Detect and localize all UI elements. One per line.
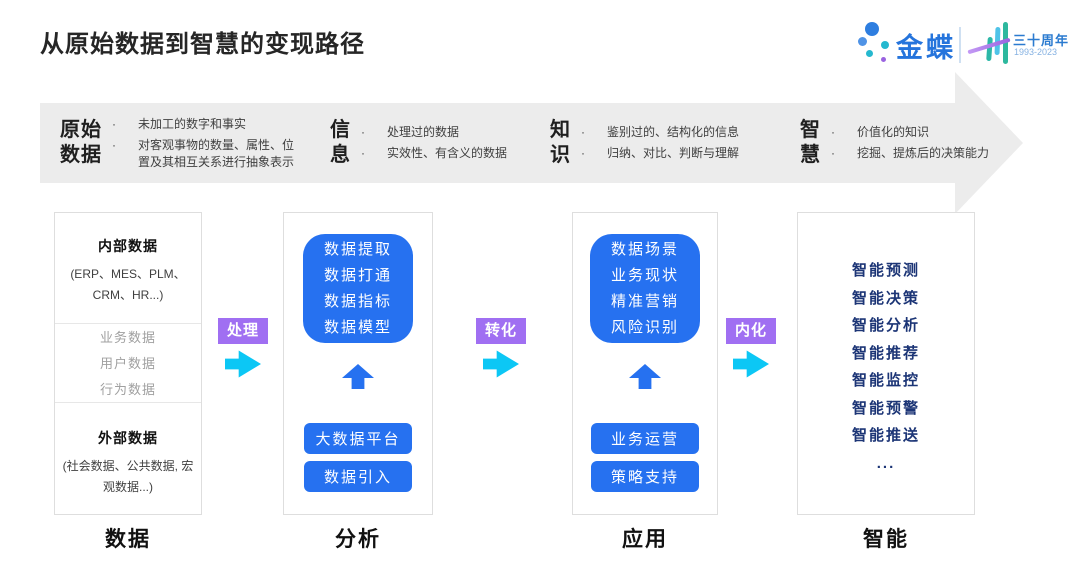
banner-stage-raw-data: 原始 数据 · 未加工的数字和事实 · 对客观事物的数量、属性、位置及其相互关系…	[60, 103, 300, 183]
bullet-dot: ·	[831, 146, 835, 160]
anniversary-years: 1993-2023	[1014, 47, 1058, 57]
logo-dot-icon	[881, 57, 886, 62]
bullet-item: · 归纳、对比、判断与理解	[581, 146, 740, 160]
connector-badge: 处理	[217, 318, 268, 344]
section-title: 内部数据	[98, 238, 158, 254]
business-operation-label: 业务运营	[591, 423, 699, 454]
capability-item: 业务现状	[610, 266, 679, 284]
stage-label: 智 慧	[800, 119, 821, 166]
intelligence-list: 智能预测 智能决策 智能分析 智能推荐 智能监控 智能预警 智能推送 ...	[798, 213, 974, 477]
right-arrow-icon	[733, 350, 769, 378]
bullet-item: · 处理过的数据	[361, 125, 460, 139]
list-item: 智能推送	[851, 427, 920, 444]
column-application: 数据场景 业务现状 精准营销 风险识别 业务运营 策略支持	[572, 212, 718, 515]
list-item: 智能决策	[851, 289, 920, 307]
data-import-label: 数据引入	[304, 461, 412, 492]
list-item: 智能分析	[851, 317, 920, 334]
bullet-item: · 对客观事物的数量、属性、位置及其相互关系进行抽象表示	[112, 137, 295, 169]
list-item: 智能推荐	[851, 344, 920, 362]
section-desc: (ERP、MES、PLM、CRM、HR...)	[70, 267, 186, 302]
column-analysis: 数据提取 数据打通 数据指标 数据模型 大数据平台 数据引入	[283, 212, 433, 515]
bullet-dot: ·	[361, 125, 365, 139]
bullet-dot: ·	[361, 146, 365, 160]
column-intelligence: 智能预测 智能决策 智能分析 智能推荐 智能监控 智能预警 智能推送 ...	[797, 212, 975, 515]
bullet-dot: ·	[112, 116, 116, 131]
capability-item: 数据提取	[323, 240, 392, 258]
section-title: 外部数据	[98, 430, 158, 446]
analysis-capability-box: 数据提取 数据打通 数据指标 数据模型	[303, 234, 413, 343]
connector-transform: 转化	[471, 318, 531, 379]
internal-data-section: 内部数据 (ERP、MES、PLM、CRM、HR...)	[55, 213, 201, 324]
list-item: 智能预测	[851, 262, 920, 279]
application-capability-box: 数据场景 业务现状 精准营销 风险识别	[590, 234, 700, 343]
anniversary-label: 三十周年	[1013, 33, 1070, 48]
thirty-anniversary-icon	[967, 18, 1020, 70]
big-data-platform-label: 大数据平台	[304, 423, 412, 454]
footer-label-analysis: 分析	[335, 528, 381, 551]
banner-stage-information: 信 息 · 处理过的数据 · 实效性、有含义的数据	[330, 103, 507, 183]
bullet-dot: ·	[581, 125, 585, 139]
external-data-section: 外部数据 (社会数据、公共数据, 宏观数据...)	[55, 403, 201, 514]
brand-name: 金蝶	[896, 33, 956, 63]
logo-dot-icon	[881, 41, 889, 49]
banner-arrow-head	[955, 72, 1023, 214]
logo-divider	[959, 27, 961, 63]
connector-badge: 转化	[475, 318, 526, 344]
capability-item: 数据指标	[323, 292, 392, 310]
banner-arrow-body	[40, 103, 955, 183]
data-type-item: 业务数据	[99, 329, 156, 345]
kingdee-logo: 金蝶 三十周年 1993-2023	[852, 18, 1072, 76]
right-arrow-icon	[225, 350, 261, 378]
right-arrow-icon	[483, 350, 519, 378]
bullet-dot: ·	[581, 146, 585, 160]
up-arrow-icon	[342, 364, 374, 389]
column-data-sources: 内部数据 (ERP、MES、PLM、CRM、HR...) 业务数据 用户数据 行…	[54, 212, 202, 515]
footer-label-application: 应用	[622, 528, 668, 551]
data-type-item: 用户数据	[99, 355, 156, 371]
connector-process: 处理	[213, 318, 273, 379]
capability-item: 数据场景	[610, 240, 679, 258]
page-title: 从原始数据到智慧的变现路径	[40, 31, 365, 58]
stage-label: 知 识	[550, 119, 571, 166]
banner-stage-wisdom: 智 慧 · 价值化的知识 · 挖掘、提炼后的决策能力	[800, 103, 989, 183]
capability-item: 风险识别	[610, 318, 679, 336]
logo-dot-icon	[866, 50, 873, 57]
footer-label-intelligence: 智能	[863, 528, 909, 551]
list-item-ellipsis: ...	[876, 454, 896, 472]
middle-data-section: 业务数据 用户数据 行为数据	[55, 324, 201, 403]
bullet-dot: ·	[831, 125, 835, 139]
bullet-item: · 未加工的数字和事实	[112, 116, 247, 131]
footer-label-data: 数据	[105, 528, 151, 551]
stage-label: 原始 数据	[60, 119, 102, 166]
bullet-dot: ·	[112, 137, 116, 152]
stage-label: 信 息	[330, 119, 351, 166]
logo-dot-icon	[865, 22, 879, 36]
strategy-support-label: 策略支持	[591, 461, 699, 492]
section-desc: (社会数据、公共数据, 宏观数据...)	[62, 459, 194, 494]
connector-badge: 内化	[725, 318, 776, 344]
connector-internalize: 内化	[721, 318, 781, 379]
capability-item: 数据模型	[323, 318, 392, 336]
data-type-item: 行为数据	[99, 381, 156, 397]
up-arrow-icon	[629, 364, 661, 389]
capability-item: 精准营销	[610, 292, 679, 310]
bullet-item: · 鉴别过的、结构化的信息	[581, 125, 740, 139]
banner-stage-knowledge: 知 识 · 鉴别过的、结构化的信息 · 归纳、对比、判断与理解	[550, 103, 739, 183]
list-item: 智能预警	[851, 399, 920, 417]
logo-dot-icon	[858, 37, 867, 46]
capability-item: 数据打通	[323, 266, 392, 284]
list-item: 智能监控	[851, 372, 920, 389]
bullet-item: · 价值化的知识	[831, 125, 930, 139]
bullet-item: · 实效性、有含义的数据	[361, 146, 508, 160]
bullet-item: · 挖掘、提炼后的决策能力	[831, 146, 990, 160]
